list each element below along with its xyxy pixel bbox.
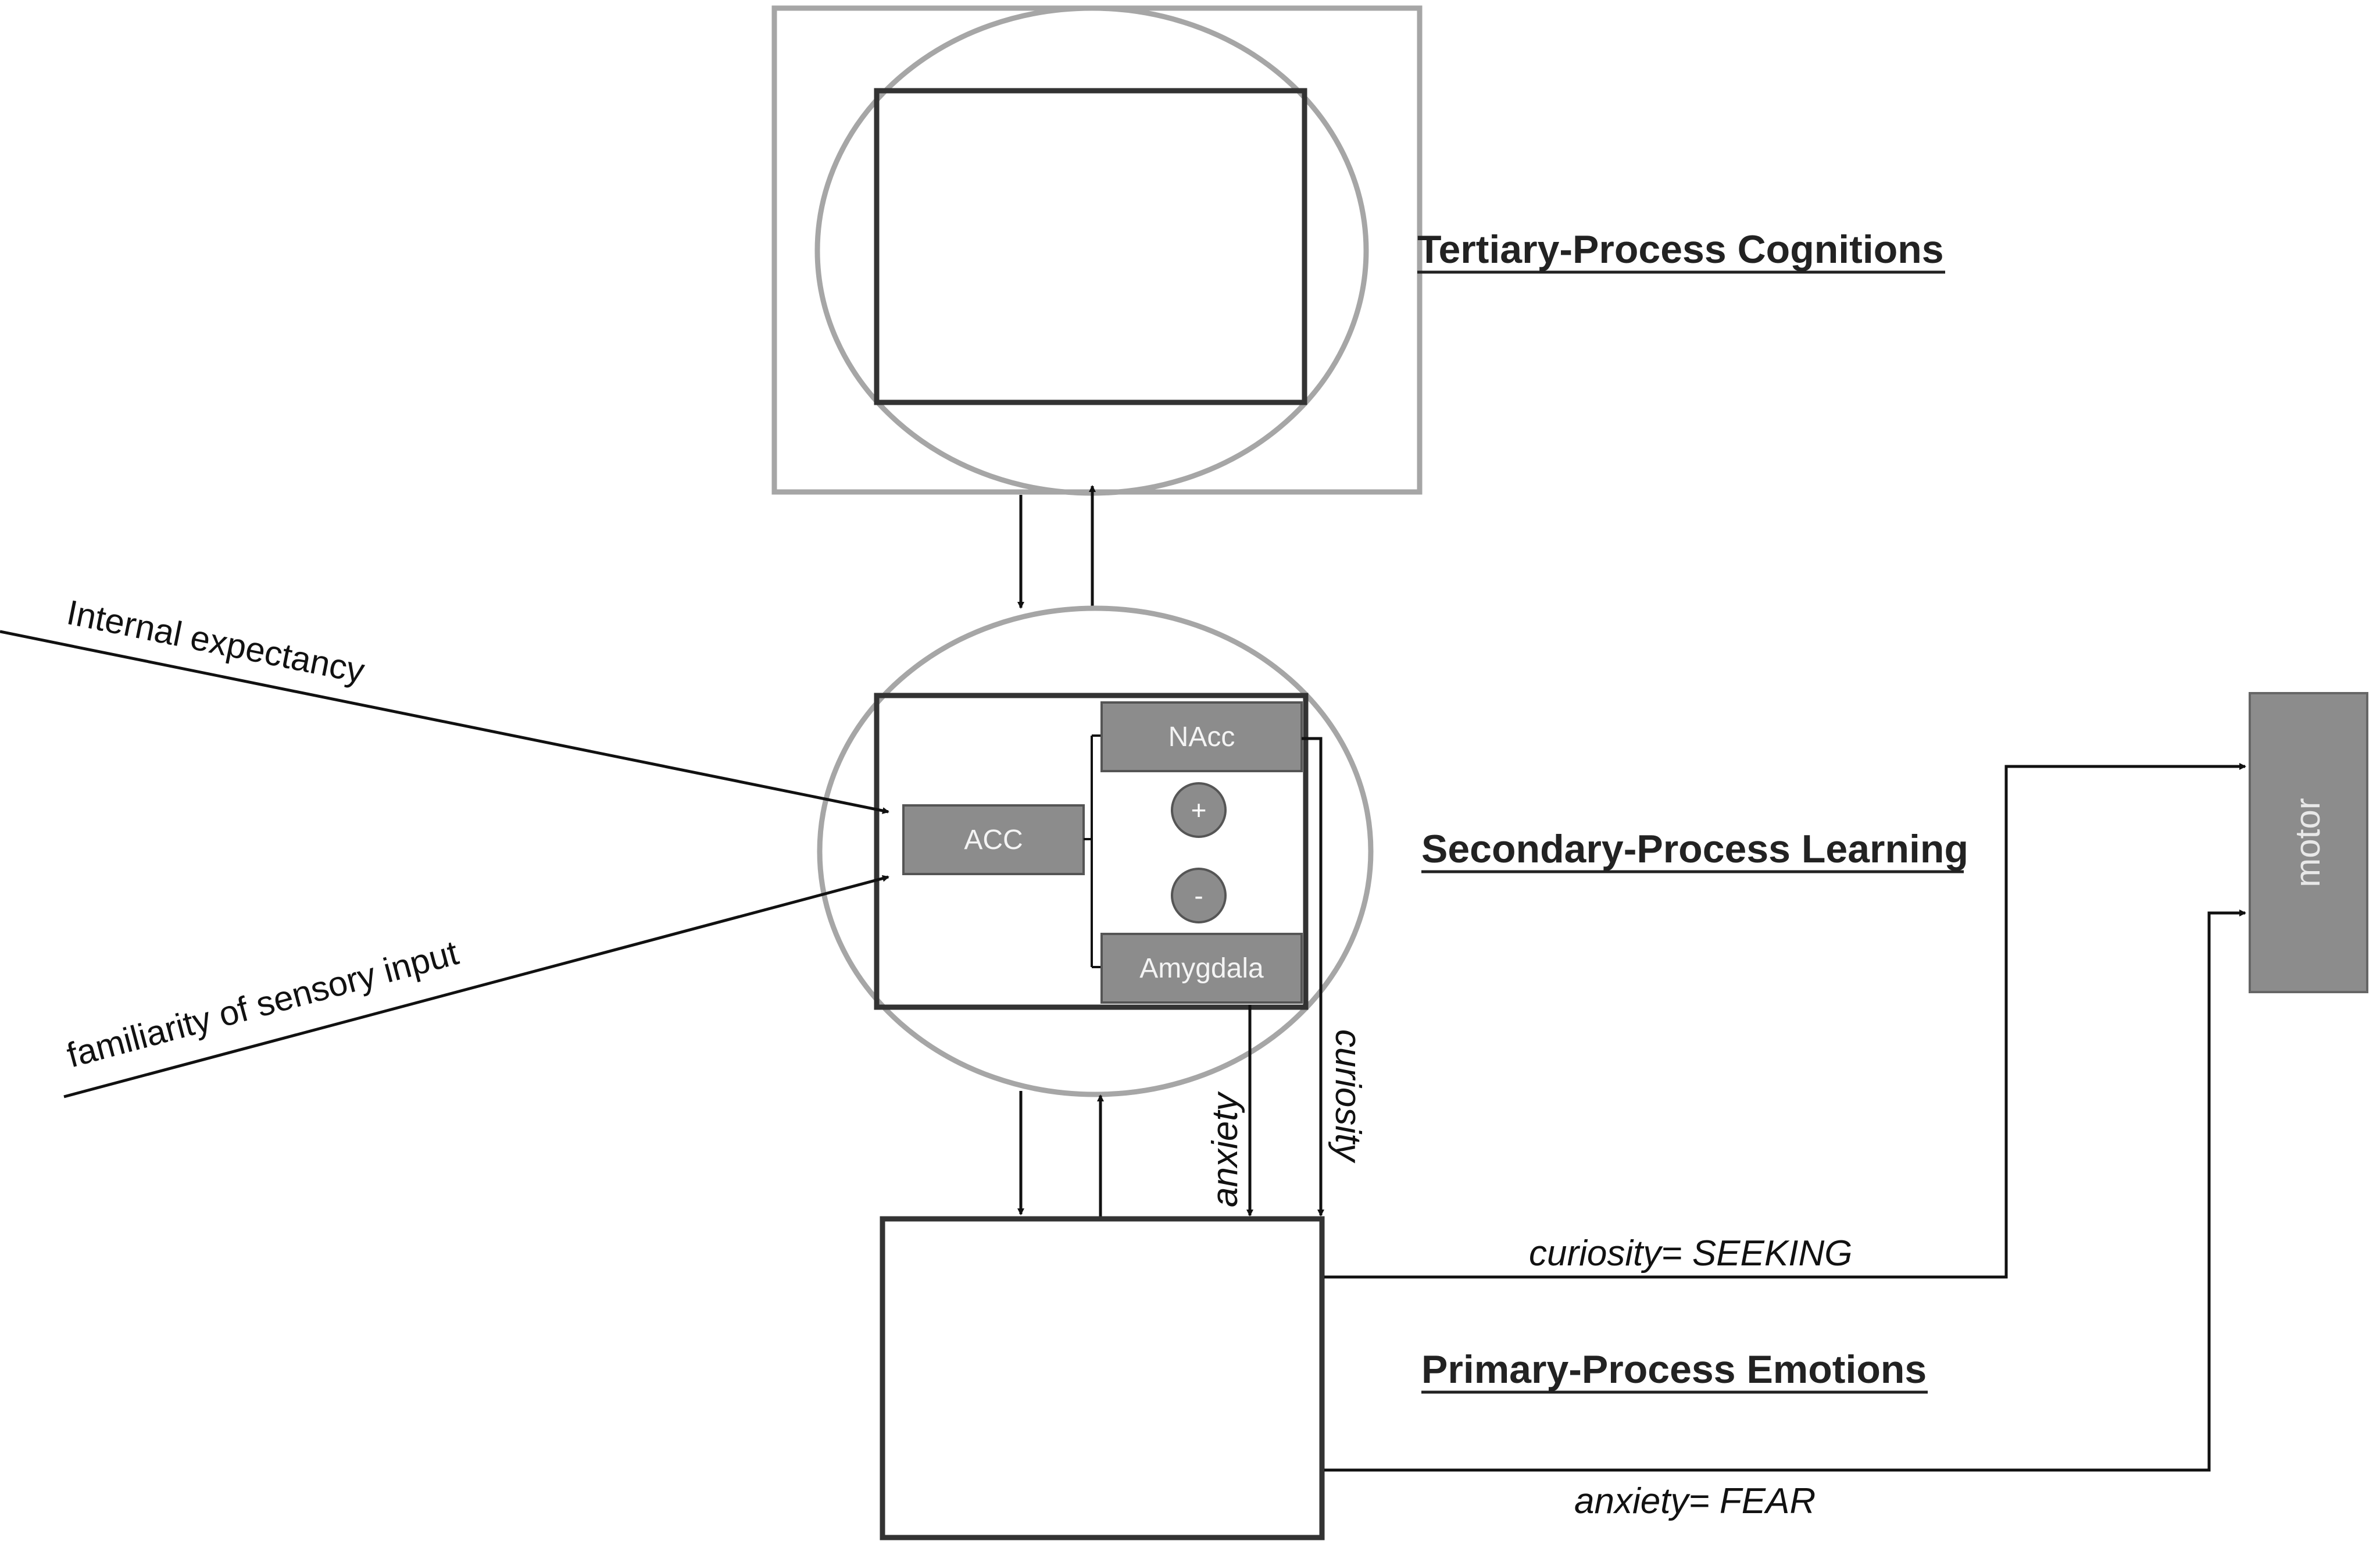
- fear-pathway: [1324, 909, 2246, 1472]
- plus-sign: +: [1191, 795, 1207, 825]
- nacc-label: NAcc: [1168, 722, 1235, 752]
- minus-sign: -: [1194, 880, 1203, 911]
- primary-heading: Primary-Process Emotions: [1421, 1347, 1927, 1392]
- tertiary-cognition-box: [874, 88, 1307, 405]
- amygdala-box: [1100, 933, 1303, 1004]
- seeking-pathway: [1324, 763, 2246, 1279]
- plus-circle: [1171, 782, 1227, 838]
- acc-box: [902, 804, 1085, 875]
- motor-label: motor: [2288, 798, 2327, 887]
- primary-emotions-box: [880, 1216, 1325, 1540]
- familiarity-arrow: [63, 875, 889, 1098]
- acc-label: ACC: [964, 825, 1023, 855]
- secondary-learning-box: [874, 693, 1309, 1010]
- internal-expectancy-arrow: [0, 630, 889, 814]
- nacc-box: [1100, 701, 1303, 772]
- tertiary-outer-frame: [771, 5, 1423, 495]
- secondary-ellipse: [817, 605, 1374, 1097]
- fear-label: anxiety= FEAR: [1574, 1481, 1816, 1521]
- secondary-heading: Secondary-Process Learning: [1421, 827, 1968, 871]
- amygdala-label: Amygdala: [1139, 953, 1264, 984]
- minus-circle: [1171, 868, 1227, 923]
- motor-box: [2249, 692, 2368, 993]
- tertiary-heading: Tertiary-Process Cognitions: [1417, 227, 1944, 272]
- tertiary-ellipse: [814, 5, 1369, 496]
- curiosity-pathway: [1302, 737, 1324, 1217]
- anxiety-vertical-label: anxiety: [1205, 1091, 1245, 1207]
- seeking-label: curiosity= SEEKING: [1529, 1233, 1852, 1274]
- familiarity-label: familiarity of sensory input: [63, 933, 463, 1075]
- curiosity-vertical-label: curiosity: [1328, 1029, 1368, 1164]
